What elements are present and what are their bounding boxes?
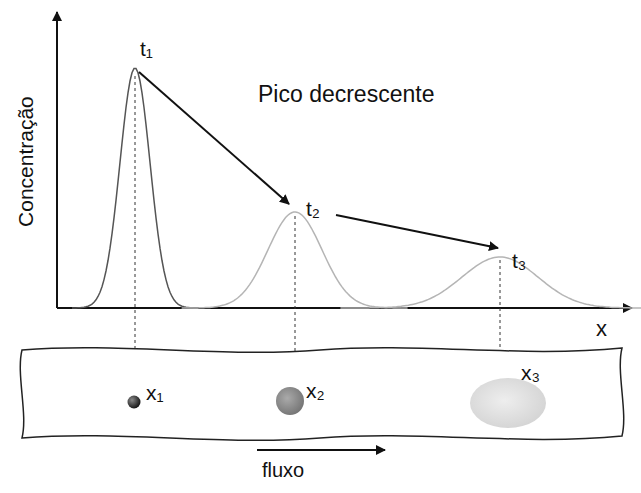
solute-spot [470,378,546,428]
peak-curve [340,257,641,308]
time-label: t₂ [306,196,320,221]
position-label: x₁ [146,380,164,405]
time-label: t₃ [512,248,526,273]
position-label: x₃ [521,360,540,385]
flow-arrow [257,449,385,451]
drop-lines [135,76,500,396]
axis-label: x [596,316,607,342]
solute-spot [276,387,304,415]
axis-title: Concentração [12,97,37,228]
peak-curve [72,69,198,309]
solute-spot [128,396,141,409]
channel-tube [20,348,623,441]
annotation-text: Pico decrescente [258,78,448,111]
trend-arrow [336,215,498,248]
time-label: t₁ [140,36,153,61]
flow-label: fluxo [262,458,304,482]
position-label: x₂ [306,378,325,403]
y-axis [56,12,58,308]
